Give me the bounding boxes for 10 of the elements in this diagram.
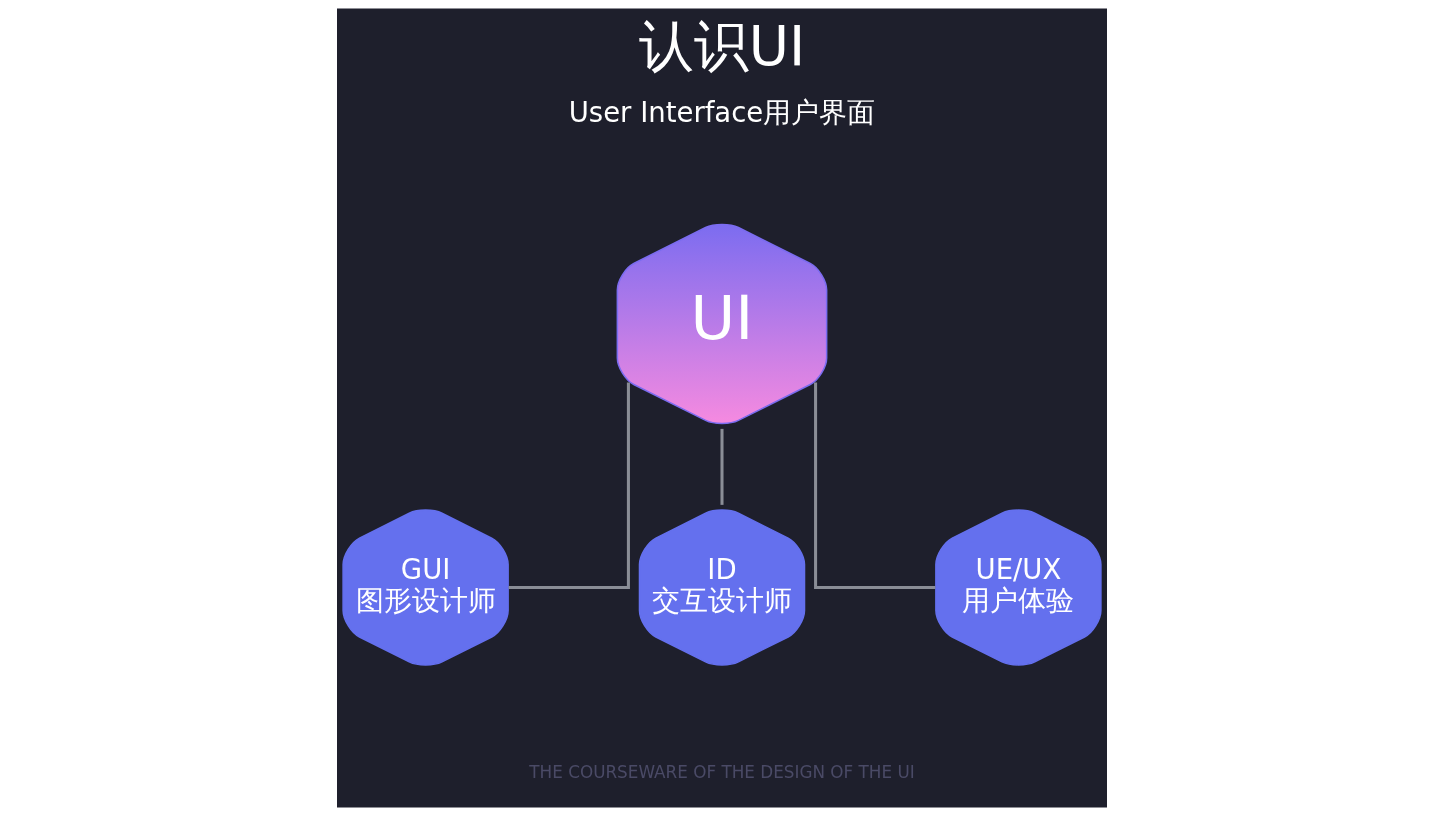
connector xyxy=(508,382,630,590)
label: User Interface用户界面 xyxy=(568,96,875,129)
node-circle: GUI 图形设计师 xyxy=(341,509,509,666)
connector xyxy=(813,382,935,590)
node-circle: ID 交互设计师 xyxy=(638,509,805,666)
node-circle: UI xyxy=(616,223,827,425)
node-circle: UE/UX 用户体验 xyxy=(934,509,1102,666)
diagram-title: 认识UI xyxy=(638,13,805,78)
connector xyxy=(719,428,724,505)
label: THE COURSEWARE OF THE DESIGN OF THE UI xyxy=(528,762,915,783)
